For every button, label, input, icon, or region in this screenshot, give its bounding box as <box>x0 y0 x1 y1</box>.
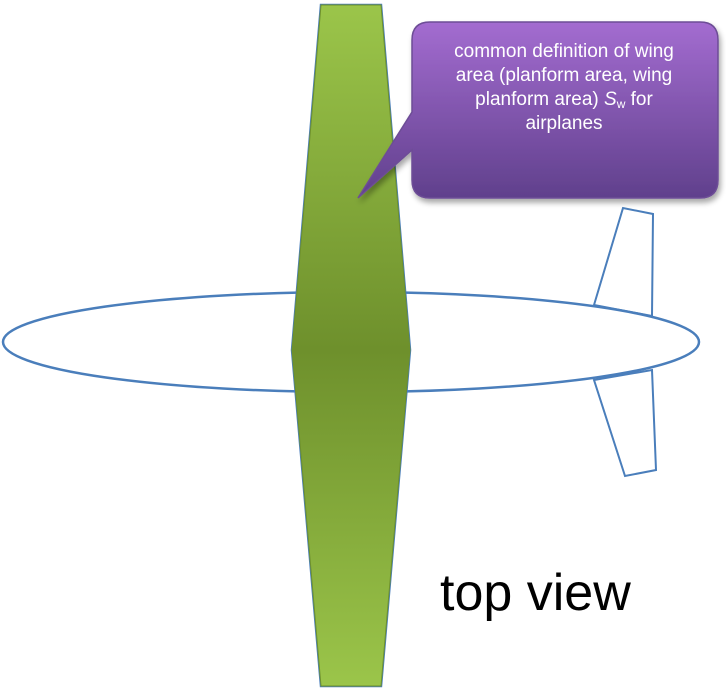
lower-tail-stabilizer <box>592 368 658 478</box>
wing-area-subscript: w <box>616 97 626 111</box>
callout-line-3: planform area) Sw for <box>418 88 710 112</box>
callout-line-3-post: for <box>625 89 653 110</box>
callout-bubble <box>357 21 719 199</box>
wing-area-symbol: S <box>604 89 617 110</box>
callout-line-2: area (planform area, wing <box>455 65 673 86</box>
callout-line-3-pre: planform area) <box>475 89 605 110</box>
wing-upper-half-area <box>291 4 411 351</box>
callout-line-4: airplanes <box>525 113 603 134</box>
upper-tail-stabilizer <box>592 206 655 318</box>
callout-text: common definition of wing area (planform… <box>418 40 710 136</box>
callout-line-1: common definition of wing <box>454 41 674 62</box>
wing-lower-half-area <box>291 349 411 687</box>
view-label: top view <box>440 564 631 622</box>
